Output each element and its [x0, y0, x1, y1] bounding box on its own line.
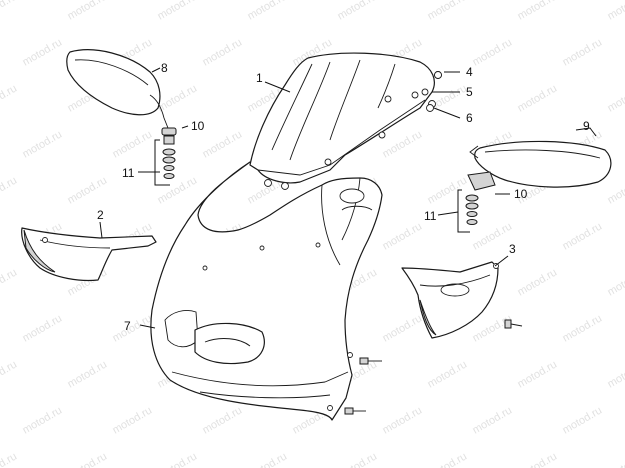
- watermark-text: motod.ru: [426, 450, 470, 468]
- callout-5: 5: [466, 85, 473, 99]
- callout-4: 4: [466, 65, 473, 79]
- watermark-text: motod.ru: [0, 82, 19, 114]
- left-mirror-part: [66, 49, 177, 186]
- watermark-text: motod.ru: [21, 404, 65, 436]
- watermark-text: motod.ru: [111, 404, 155, 436]
- watermark-text: motod.ru: [0, 450, 19, 468]
- windscreen-fasteners: [421, 71, 442, 112]
- watermark-text: motod.ru: [0, 266, 19, 298]
- watermark-text: motod.ru: [606, 174, 625, 206]
- callout-1: 1: [256, 71, 263, 85]
- watermark-text: motod.ru: [471, 36, 515, 68]
- callout-labels: 1 2 3 4 5 6 7 8 9 10 10 11 11: [97, 61, 590, 333]
- watermark-text: motod.ru: [66, 0, 110, 23]
- watermark-text: motod.ru: [471, 220, 515, 252]
- watermark-text: motod.ru: [606, 0, 625, 23]
- callout-8: 8: [161, 61, 168, 75]
- watermark-text: motod.ru: [246, 450, 290, 468]
- callout-11-left: 11: [122, 166, 135, 180]
- callout-7: 7: [124, 319, 131, 333]
- right-mirror-part: [457, 140, 612, 233]
- fairing-screws: [344, 357, 382, 415]
- windscreen-part: [249, 52, 442, 190]
- watermark-text: motod.ru: [606, 358, 625, 390]
- watermark-text: motod.ru: [516, 358, 560, 390]
- watermark-text: motod.ru: [21, 128, 65, 160]
- watermark-text: motod.ru: [381, 312, 425, 344]
- watermark-text: motod.ru: [21, 36, 65, 68]
- watermark-text: motod.ru: [201, 36, 245, 68]
- callout-2: 2: [97, 208, 104, 222]
- watermark-text: motod.ru: [156, 0, 200, 23]
- watermark-text: motod.ru: [516, 450, 560, 468]
- watermark-text: motod.ru: [516, 266, 560, 298]
- watermark-text: motod.ru: [381, 220, 425, 252]
- watermark-text: motod.ru: [156, 174, 200, 206]
- watermark-text: motod.ru: [561, 312, 605, 344]
- watermark-text: motod.ru: [606, 266, 625, 298]
- watermark-text: motod.ru: [156, 450, 200, 468]
- watermark-text: motod.ru: [336, 450, 380, 468]
- callout-10-right: 10: [514, 187, 528, 201]
- callout-9: 9: [583, 119, 590, 133]
- watermark-text: motod.ru: [336, 0, 380, 23]
- left-side-panel-part: [21, 227, 157, 282]
- watermark-text: motod.ru: [381, 128, 425, 160]
- leader-lines: [99, 67, 597, 329]
- watermark-text: motod.ru: [561, 36, 605, 68]
- watermark-text: motod.ru: [21, 312, 65, 344]
- watermark-text: motod.ru: [66, 358, 110, 390]
- right-side-panel-part: [401, 261, 523, 339]
- watermark-text: motod.ru: [561, 404, 605, 436]
- watermark-text: motod.ru: [426, 358, 470, 390]
- callout-11-right: 11: [424, 209, 437, 223]
- watermark-text: motod.ru: [381, 404, 425, 436]
- watermark-text: motod.ru: [0, 0, 19, 23]
- watermark-text: motod.ru: [0, 174, 19, 206]
- watermark-text: motod.ru: [606, 450, 625, 468]
- watermark-text: motod.ru: [516, 82, 560, 114]
- watermark-text: motod.ru: [111, 312, 155, 344]
- watermark-text: motod.ru: [0, 358, 19, 390]
- watermark-text: motod.ru: [201, 404, 245, 436]
- watermark-text: motod.ru: [471, 404, 515, 436]
- watermark-text: motod.ru: [246, 0, 290, 23]
- watermark-text: motod.ru: [156, 82, 200, 114]
- callout-6: 6: [466, 111, 473, 125]
- watermark-text: motod.ru: [561, 220, 605, 252]
- callout-10-left: 10: [191, 119, 205, 133]
- watermark-text: motod.ru: [111, 128, 155, 160]
- front-fairing-part: [150, 161, 383, 421]
- watermark-text: motod.ru: [426, 174, 470, 206]
- watermark-text: motod.ru: [66, 174, 110, 206]
- watermark-text: motod.ru: [606, 82, 625, 114]
- watermark-text: motod.ru: [516, 0, 560, 23]
- callout-3: 3: [509, 242, 516, 256]
- watermark-text: motod.ru: [426, 0, 470, 23]
- watermark-text: motod.ru: [201, 128, 245, 160]
- watermark-text: motod.ru: [66, 450, 110, 468]
